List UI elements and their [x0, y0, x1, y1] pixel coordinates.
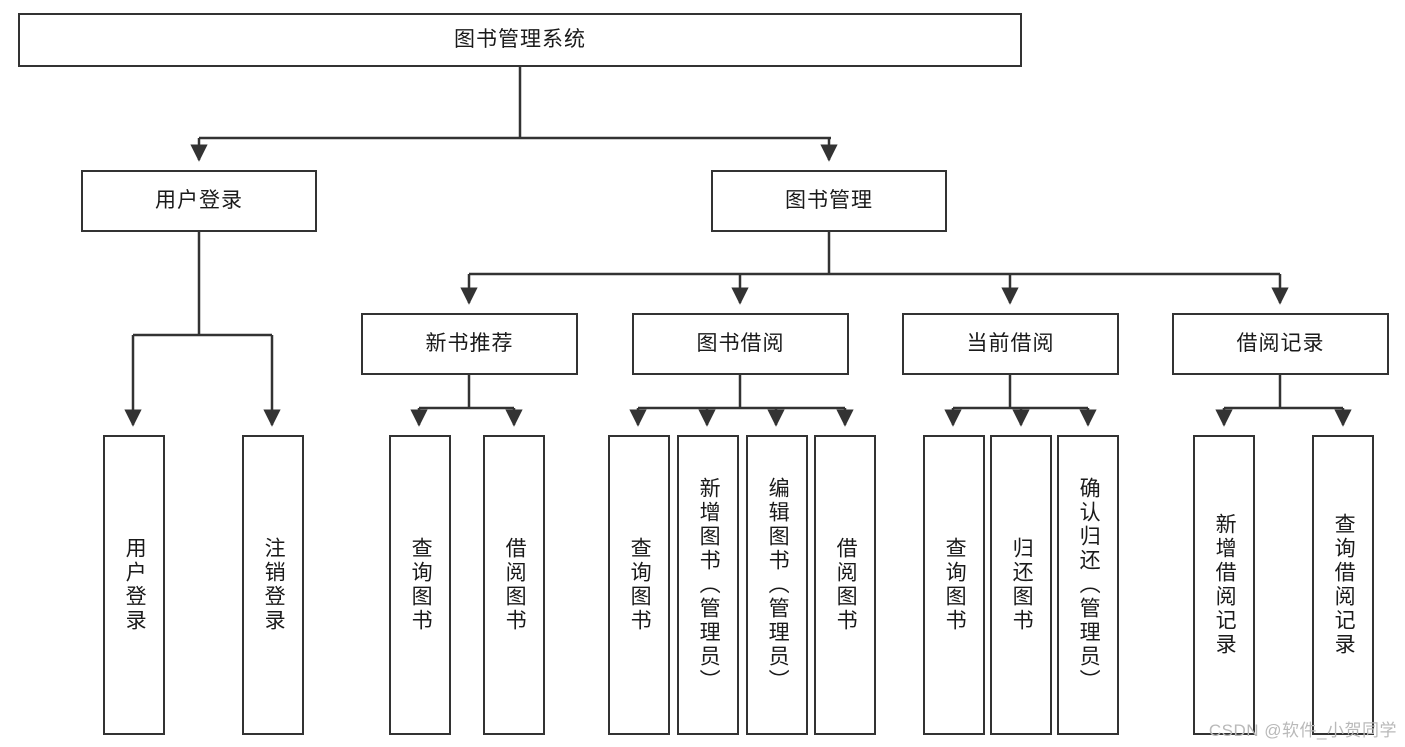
leaf-query-book-3[interactable]: 查询图书: [923, 435, 985, 735]
node-book-borrow-label: 图书借阅: [696, 332, 785, 356]
watermark: CSDN @软件_小贺同学: [1208, 721, 1397, 740]
leaf-query-book-2[interactable]: 查询图书: [608, 435, 670, 735]
node-root[interactable]: 图书管理系统: [18, 13, 1022, 67]
leaf-user-login-label: 用户登录: [123, 537, 147, 633]
leaf-borrow-book-2-label: 借阅图书: [834, 537, 858, 633]
leaf-return-book[interactable]: 归还图书: [990, 435, 1052, 735]
node-user-login[interactable]: 用户登录: [81, 170, 317, 232]
leaf-return-book-label: 归还图书: [1010, 537, 1034, 633]
leaf-query-book-1[interactable]: 查询图书: [389, 435, 451, 735]
leaf-borrow-book-1-label: 借阅图书: [503, 537, 527, 633]
leaf-borrow-book-2[interactable]: 借阅图书: [814, 435, 876, 735]
leaf-query-record-label: 查询借阅记录: [1332, 513, 1356, 657]
node-new-book-rec-label: 新书推荐: [425, 332, 514, 356]
leaf-query-record[interactable]: 查询借阅记录: [1312, 435, 1374, 735]
leaf-user-logout-label: 注销登录: [262, 537, 286, 633]
node-root-label: 图书管理系统: [454, 28, 586, 52]
node-current-borrow[interactable]: 当前借阅: [902, 313, 1119, 375]
leaf-add-record[interactable]: 新增借阅记录: [1193, 435, 1255, 735]
leaf-add-book[interactable]: 新增图书（管理员）: [677, 435, 739, 735]
node-current-borrow-label: 当前借阅: [966, 332, 1055, 356]
node-new-book-rec[interactable]: 新书推荐: [361, 313, 578, 375]
leaf-borrow-book-1[interactable]: 借阅图书: [483, 435, 545, 735]
node-book-borrow[interactable]: 图书借阅: [632, 313, 849, 375]
leaf-query-book-1-label: 查询图书: [409, 537, 433, 633]
node-book-manage[interactable]: 图书管理: [711, 170, 947, 232]
leaf-query-book-3-label: 查询图书: [943, 537, 967, 633]
leaf-edit-book[interactable]: 编辑图书（管理员）: [746, 435, 808, 735]
node-borrow-record-label: 借阅记录: [1236, 332, 1325, 356]
leaf-query-book-2-label: 查询图书: [628, 537, 652, 633]
leaf-add-record-label: 新增借阅记录: [1213, 513, 1237, 657]
node-book-manage-label: 图书管理: [785, 189, 873, 213]
leaf-confirm-return[interactable]: 确认归还（管理员）: [1057, 435, 1119, 735]
leaf-edit-book-label: 编辑图书（管理员）: [766, 477, 790, 693]
leaf-user-logout[interactable]: 注销登录: [242, 435, 304, 735]
leaf-user-login[interactable]: 用户登录: [103, 435, 165, 735]
node-borrow-record[interactable]: 借阅记录: [1172, 313, 1389, 375]
leaf-add-book-label: 新增图书（管理员）: [697, 477, 721, 693]
leaf-confirm-return-label: 确认归还（管理员）: [1077, 477, 1101, 693]
node-user-login-label: 用户登录: [155, 189, 243, 213]
